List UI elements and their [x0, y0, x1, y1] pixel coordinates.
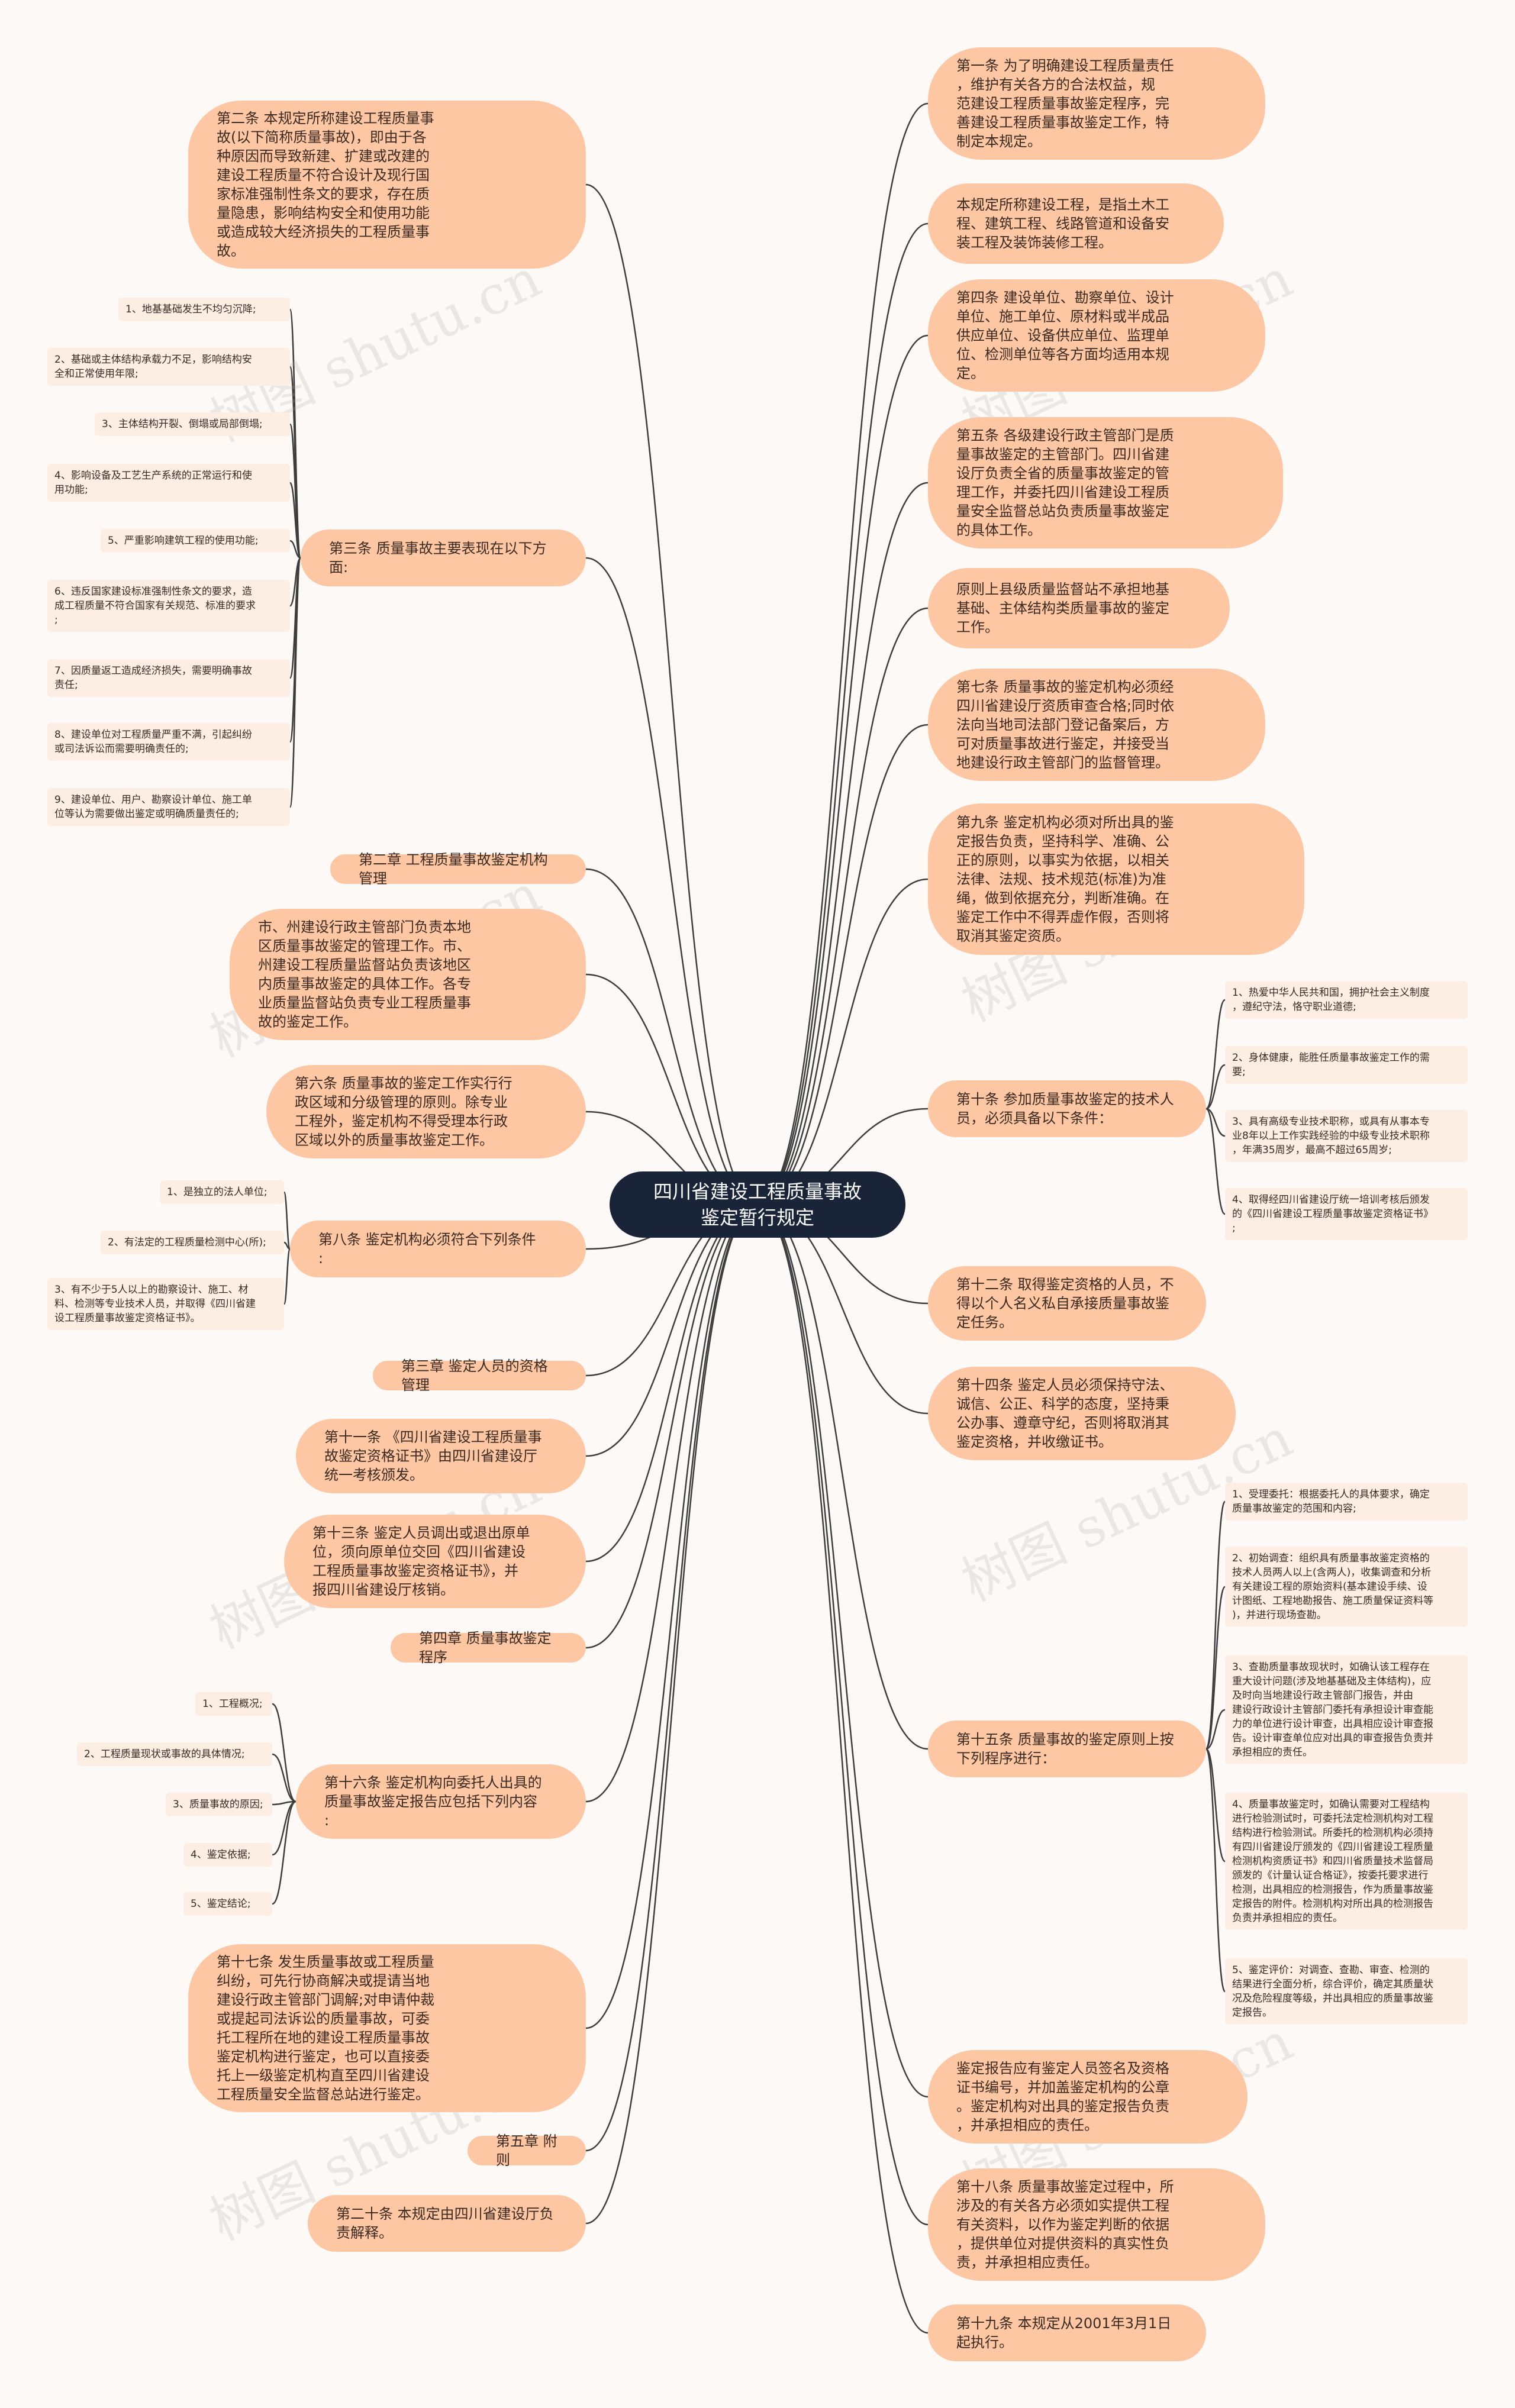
leaf-connector: [272, 1800, 296, 1806]
leaf-connector: [289, 482, 302, 559]
leaf-item[interactable]: 3、查勘质量事故现状时，如确认该工程存在 重大设计问题(涉及地基基础及主体结构)…: [1225, 1655, 1468, 1764]
left-branch-11[interactable]: 第十六条 鉴定机构向委托人出具的 质量事故鉴定报告应包括下列内容 :: [296, 1764, 586, 1839]
branch-connector: [757, 102, 929, 1206]
left-branch-6[interactable]: 第八条 鉴定机构必须符合下列条件 :: [290, 1221, 586, 1277]
leaf-item[interactable]: 4、鉴定依据;: [183, 1843, 272, 1867]
left-branch-1[interactable]: 第二条 本规定所称建设工程质量事 故(以下简称质量事故)，即由于各 种原因而导致…: [188, 101, 586, 269]
branch-connector: [757, 1203, 929, 2226]
left-branch-10[interactable]: 第四章 质量事故鉴定程序: [391, 1630, 586, 1665]
right-branch-1[interactable]: 第一条 为了明确建设工程质量责任 ，维护有关各方的合法权益，规 范建设工程质量事…: [928, 47, 1265, 160]
leaf-connector: [289, 540, 301, 559]
branch-connector: [757, 222, 929, 1206]
left-branch-8[interactable]: 第十一条 《四川省建设工程质量事 故鉴定资格证书》由四川省建设厅 统一考核颁发。: [296, 1419, 586, 1493]
right-branch-10[interactable]: 第十四条 鉴定人员必须保持守法、 诚信、公正、科学的态度，坚持秉 公办事、遵章守…: [928, 1367, 1236, 1460]
leaf-connector: [1205, 1108, 1226, 1137]
leaf-connector: [272, 1800, 296, 1905]
right-branch-12[interactable]: 鉴定报告应有鉴定人员签名及资格 证书编号，并加盖鉴定机构的公章 。鉴定机构对出具…: [928, 2050, 1248, 2144]
right-branch-7[interactable]: 第九条 鉴定机构必须对所出具的鉴 定报告负责，坚持科学、准确、公 正的原则，以事…: [928, 803, 1304, 955]
branch-connector: [585, 183, 758, 1206]
leaf-connector: [1205, 1748, 1226, 1863]
right-branch-5[interactable]: 原则上县级质量监督站不承担地基 基础、主体结构类质量事故的鉴定 工作。: [928, 568, 1230, 648]
leaf-item[interactable]: 1、是独立的法人单位;: [160, 1180, 284, 1204]
branch-connector: [585, 1203, 758, 2029]
left-branch-3[interactable]: 第二章 工程质量事故鉴定机构管理: [330, 851, 586, 887]
leaf-item[interactable]: 1、地基基础发生不均匀沉降;: [118, 298, 290, 321]
right-branch-4[interactable]: 第五条 各级建设行政主管部门是质 量事故鉴定的主管部门。四川省建 设厅负责全省的…: [928, 417, 1283, 548]
left-branch-9[interactable]: 第十三条 鉴定人员调出或退出原单 位，须向原单位交回《四川省建设 工程质量事故鉴…: [284, 1515, 586, 1608]
leaf-item[interactable]: 6、违反国家建设标准强制性条文的要求，造 成工程质量不符合国家有关规范、标准的要…: [47, 580, 290, 632]
left-branch-5[interactable]: 第六条 质量事故的鉴定工作实行行 政区域和分级管理的原则。除专业 工程外，鉴定机…: [266, 1065, 586, 1158]
leaf-item[interactable]: 5、严重影响建筑工程的使用功能;: [101, 529, 290, 553]
leaf-item[interactable]: 4、影响设备及工艺生产系统的正常运行和使 用功能;: [47, 464, 290, 502]
branch-connector: [585, 868, 758, 1206]
branch-connector: [757, 1203, 929, 2334]
left-branch-7[interactable]: 第三章 鉴定人员的资格管理: [373, 1358, 586, 1393]
left-branch-12[interactable]: 第十七条 发生质量事故或工程质量 纠纷，可先行协商解决或提请当地 建设行政主管部…: [188, 1944, 586, 2112]
leaf-item[interactable]: 1、受理委托：根据委托人的具体要求，确定 质量事故鉴定的范围和内容;: [1225, 1483, 1468, 1521]
leaf-connector: [272, 1753, 296, 1803]
branch-connector: [757, 607, 929, 1206]
leaf-item[interactable]: 5、鉴定评价：对调查、查勘、审查、检测的 结果进行全面分析，综合评价，确定其质量…: [1225, 1958, 1468, 2025]
leaf-item[interactable]: 5、鉴定结论;: [183, 1892, 272, 1916]
leaf-connector: [1205, 1108, 1226, 1215]
leaf-item[interactable]: 7、因质量返工造成经济损失，需要明确事故 责任;: [47, 659, 290, 697]
leaf-item[interactable]: 1、工程概况;: [195, 1692, 272, 1716]
branch-connector: [585, 1203, 758, 1803]
leaf-connector: [1205, 1709, 1226, 1750]
leaf-item[interactable]: 4、取得经四川省建设厅统一培训考核后颁发 的《四川省建设工程质量事故鉴定资格证书…: [1225, 1188, 1468, 1240]
leaf-item[interactable]: 2、基础或主体结构承载力不足，影响结构安 全和正常使用年限;: [47, 348, 290, 386]
leaf-connector: [1205, 1064, 1226, 1110]
leaf-item[interactable]: 2、身体健康，能胜任质量事故鉴定工作的需 要;: [1225, 1046, 1468, 1084]
leaf-item[interactable]: 3、主体结构开裂、倒塌或局部倒塌;: [95, 412, 290, 436]
leaf-item[interactable]: 2、工程质量现状或事故的具体情况;: [77, 1742, 272, 1766]
left-branch-4[interactable]: 市、州建设行政主管部门负责本地 区质量事故鉴定的管理工作。市、 州建设工程质量监…: [230, 909, 586, 1040]
left-branch-2[interactable]: 第三条 质量事故主要表现在以下方 面:: [301, 530, 586, 586]
right-branch-6[interactable]: 第七条 质量事故的鉴定机构必须经 四川省建设厅资质审查合格;同时依 法向当地司法…: [928, 669, 1265, 781]
leaf-item[interactable]: 2、初始调查：组织具有质量事故鉴定资格的 技术人员两人以上(含两人)，收集调查和…: [1225, 1547, 1468, 1627]
leaf-connector: [283, 1248, 291, 1305]
left-branch-13[interactable]: 第五章 附则: [468, 2133, 586, 2168]
branch-connector: [585, 557, 758, 1206]
leaf-connector: [1205, 1500, 1226, 1750]
leaf-connector: [272, 1800, 296, 1856]
leaf-item[interactable]: 9、建设单位、用户、勘察设计单位、施工单 位等认为需要做出鉴定或明确质量责任的;: [47, 788, 290, 826]
leaf-connector: [272, 1703, 296, 1803]
branch-connector: [757, 724, 929, 1206]
right-branch-14[interactable]: 第十九条 本规定从2001年3月1日 起执行。: [928, 2304, 1206, 2361]
right-branch-11[interactable]: 第十五条 质量事故的鉴定原则上按 下列程序进行：: [928, 1721, 1206, 1777]
branch-connector: [585, 1203, 758, 2152]
leaf-connector: [283, 1191, 291, 1250]
branch-connector: [585, 1203, 758, 2225]
leaf-connector: [289, 557, 302, 808]
root-topic[interactable]: 四川省建设工程质量事故 鉴定暂行规定: [610, 1171, 905, 1238]
root-topic-label: 四川省建设工程质量事故 鉴定暂行规定: [653, 1180, 862, 1229]
right-branch-8[interactable]: 第十条 参加质量事故鉴定的技术人 员，必须具备以下条件：: [928, 1080, 1206, 1137]
branch-connector: [757, 1203, 929, 1750]
leaf-connector: [1205, 1586, 1226, 1750]
leaf-item[interactable]: 4、质量事故鉴定时，如确认需要对工程结构 进行检验测试时，可委托法定检测机构对工…: [1225, 1793, 1468, 1930]
right-branch-13[interactable]: 第十八条 质量事故鉴定过程中，所 涉及的有关各方必须如实提供工程 有关资料，以作…: [928, 2168, 1265, 2281]
leaf-item[interactable]: 3、有不少于5人以上的勘察设计、施工、材 料、检测等专业技术人员，并取得《四川省…: [47, 1278, 284, 1330]
leaf-item[interactable]: 3、具有高级专业技术职称，或具有从事本专 业8年以上工作实践经验的中级专业技术职…: [1225, 1110, 1468, 1162]
branch-connector: [757, 334, 929, 1206]
leaf-connector: [1205, 999, 1226, 1110]
right-branch-3[interactable]: 第四条 建设单位、勘察单位、设计 单位、施工单位、原材料或半成品 供应单位、设备…: [928, 279, 1265, 392]
leaf-connector: [1205, 1748, 1226, 1993]
leaf-item[interactable]: 8、建设单位对工程质量严重不满，引起纠纷 或司法诉讼而需要明确责任的;: [47, 723, 290, 761]
branch-connector: [757, 482, 929, 1206]
leaf-item[interactable]: 3、质量事故的原因;: [166, 1793, 272, 1816]
leaf-item[interactable]: 2、有法定的工程质量检测中心(所);: [101, 1231, 284, 1254]
branch-connector: [585, 1203, 758, 1649]
right-branch-9[interactable]: 第十二条 取得鉴定资格的人员，不 得以个人名义私自承接质量事故鉴 定任务。: [928, 1266, 1206, 1341]
branch-connector: [757, 1203, 929, 2098]
left-branch-14[interactable]: 第二十条 本规定由四川省建设厅负 责解释。: [308, 2195, 586, 2252]
right-branch-2[interactable]: 本规定所称建设工程，是指土木工 程、建筑工程、线路管道和设备安 装工程及装饰装修…: [928, 183, 1224, 264]
leaf-item[interactable]: 1、热爱中华人民共和国，拥护社会主义制度 ，遵纪守法，恪守职业道德;: [1225, 981, 1468, 1019]
